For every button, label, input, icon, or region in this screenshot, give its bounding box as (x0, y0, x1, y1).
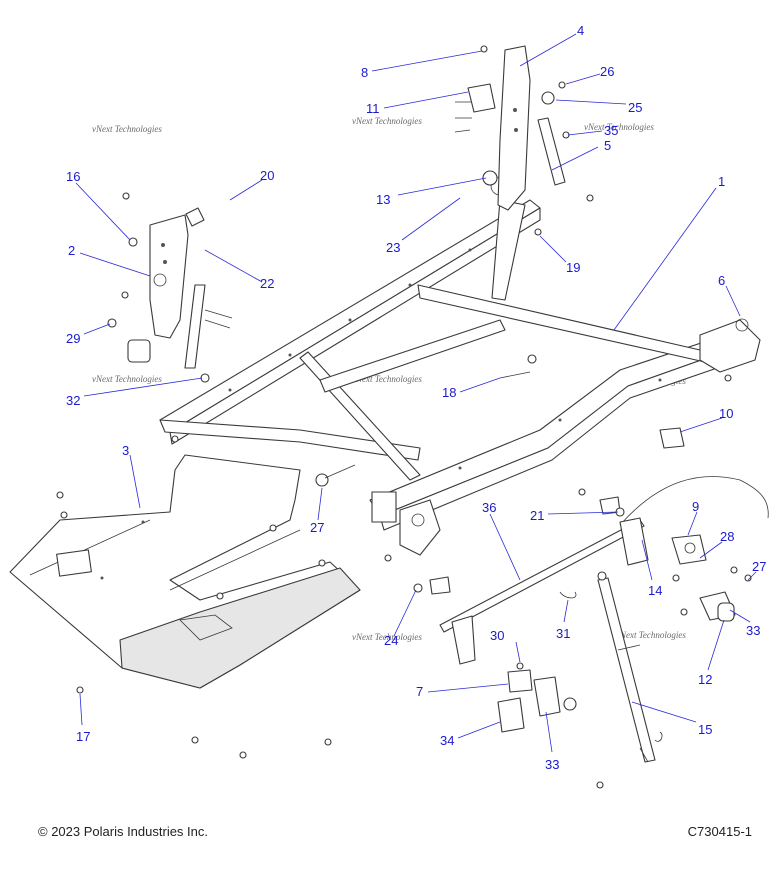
skid-plate (9, 454, 361, 689)
watermark: vNext Technologies (92, 374, 162, 384)
callout-22: 22 (260, 276, 274, 291)
main-frame (159, 176, 761, 556)
watermark: vNext Technologies (616, 630, 686, 640)
callout-16: 16 (66, 169, 80, 184)
callout-32: 32 (66, 393, 80, 408)
callout-31: 31 (556, 626, 570, 641)
callout-7: 7 (416, 684, 423, 699)
callout-25: 25 (628, 100, 642, 115)
callout-26: 26 (600, 64, 614, 79)
callout-28: 28 (720, 529, 734, 544)
callout-13: 13 (376, 192, 390, 207)
callout-20: 20 (260, 168, 274, 183)
callout-24: 24 (384, 633, 398, 648)
callout-9: 9 (692, 499, 699, 514)
callout-27: 27 (752, 559, 766, 574)
right-upright-bracket (454, 45, 566, 211)
watermark: vNext Technologies (584, 122, 654, 132)
callout-30: 30 (490, 628, 504, 643)
hardware-fasteners (56, 45, 752, 789)
callout-27: 27 (310, 520, 324, 535)
callout-4: 4 (577, 23, 584, 38)
callout-15: 15 (698, 722, 712, 737)
callouts: 1 2 3 4 5 6 7 8 9 10 11 12 13 (66, 23, 766, 772)
callout-6: 6 (718, 273, 725, 288)
callout-33: 33 (545, 757, 559, 772)
callout-17: 17 (76, 729, 90, 744)
watermark: vNext Technologies (92, 124, 162, 134)
callout-5: 5 (604, 138, 611, 153)
callout-34: 34 (440, 733, 454, 748)
callout-3: 3 (122, 443, 129, 458)
callout-33: 33 (746, 623, 760, 638)
callout-35: 35 (604, 123, 618, 138)
callout-21: 21 (530, 508, 544, 523)
figure-code: C730415-1 (687, 824, 752, 839)
callout-36: 36 (482, 500, 496, 515)
watermark: vNext Technologies (352, 374, 422, 384)
callout-8: 8 (361, 65, 368, 80)
watermark: vNext Technologies (352, 116, 422, 126)
callout-14: 14 (648, 583, 662, 598)
callout-29: 29 (66, 331, 80, 346)
copyright-notice: © 2023 Polaris Industries Inc. (38, 824, 208, 839)
callout-10: 10 (719, 406, 733, 421)
callout-1: 1 (718, 174, 725, 189)
callout-23: 23 (386, 240, 400, 255)
watermark: vNext Technologies (352, 632, 422, 642)
callout-18: 18 (442, 385, 456, 400)
callout-2: 2 (68, 243, 75, 258)
actuator-assembly (429, 427, 769, 763)
callout-12: 12 (698, 672, 712, 687)
callout-11: 11 (366, 101, 380, 116)
callout-19: 19 (566, 260, 580, 275)
left-upright-bracket (127, 207, 233, 369)
